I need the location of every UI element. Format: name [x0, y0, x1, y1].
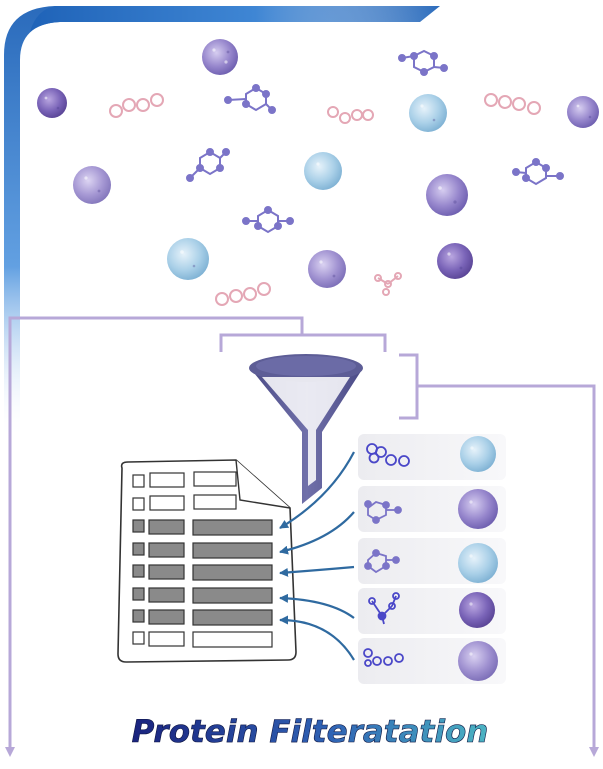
- molecule-icon: [364, 500, 402, 524]
- protein-sphere-icon: [458, 543, 498, 583]
- protein-sphere-icon: [458, 641, 498, 681]
- protein-sphere-icon: [458, 489, 498, 529]
- molecule-icon: [512, 158, 564, 186]
- protein-sphere-icon: [459, 592, 495, 628]
- right-down-arrow: [417, 384, 599, 757]
- protein-cloud: [37, 39, 599, 288]
- molecule-icon: [242, 206, 294, 234]
- molecule-icon: [224, 84, 276, 114]
- result-row: [358, 638, 506, 684]
- pink-ring-molecules: [109, 93, 541, 306]
- molecule-icon: [398, 49, 448, 76]
- molecule-icon: [484, 93, 541, 115]
- funnel-top-bracket: [219, 333, 387, 352]
- result-row: [358, 538, 506, 584]
- result-row: [358, 486, 506, 532]
- result-row: [358, 434, 506, 480]
- molecule-icon: [364, 549, 400, 574]
- document-table-icon: [117, 459, 297, 663]
- molecule-icon: [366, 443, 410, 467]
- purple-node-molecules: [186, 49, 564, 234]
- protein-sphere-icon: [426, 174, 468, 216]
- protein-sphere-icon: [304, 152, 342, 190]
- molecule-icon: [109, 93, 164, 118]
- molecule-icon: [374, 272, 402, 296]
- molecule-icon: [186, 148, 230, 182]
- protein-sphere-icon: [73, 166, 111, 204]
- left-down-arrow: [5, 316, 304, 757]
- protein-sphere-icon: [202, 39, 238, 75]
- protein-sphere-icon: [167, 238, 209, 280]
- right-bracket: [399, 353, 419, 420]
- molecule-icon: [215, 282, 271, 306]
- protein-sphere-icon: [460, 436, 496, 472]
- diagram-title: Protein Filteratation: [132, 714, 489, 750]
- protein-sphere-icon: [409, 94, 447, 132]
- decorative-frame: [4, 6, 440, 440]
- protein-sphere-icon: [437, 243, 473, 279]
- protein-sphere-icon: [567, 96, 599, 128]
- connector-arrows: [279, 451, 355, 661]
- protein-sphere-icon: [308, 250, 346, 288]
- flow-arrows: [5, 316, 599, 757]
- result-row: [358, 588, 506, 634]
- funnel-icon: [249, 354, 363, 504]
- protein-sphere-icon: [37, 88, 67, 118]
- molecule-icon: [363, 648, 404, 667]
- molecule-icon: [368, 592, 400, 625]
- molecule-icon: [327, 106, 374, 124]
- filtered-results: [358, 434, 506, 684]
